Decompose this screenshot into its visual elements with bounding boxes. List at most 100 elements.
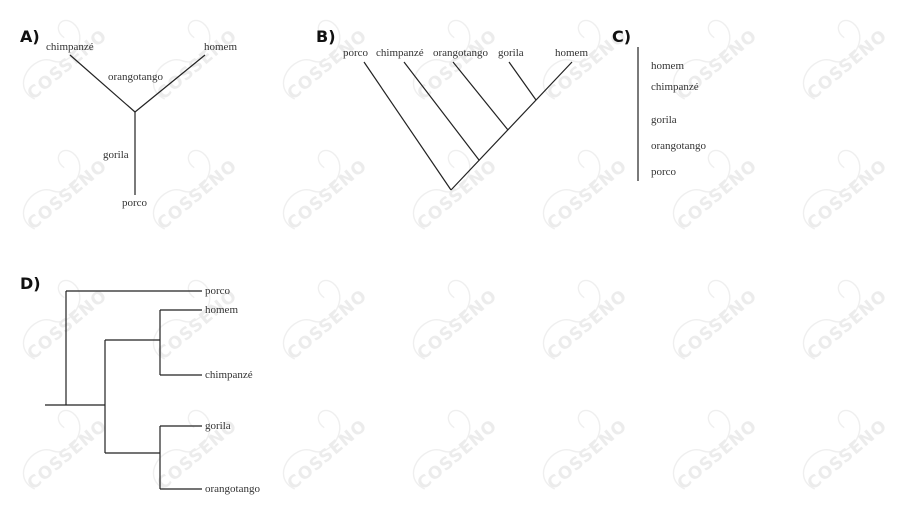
watermark-swirl: [672, 409, 731, 490]
watermark-text: COSSENO: [24, 156, 112, 234]
watermark-swirl: [542, 409, 601, 490]
watermark-logo: COSSENO: [152, 149, 242, 234]
watermark-text: COSSENO: [414, 286, 502, 364]
watermark-text: COSSENO: [154, 156, 242, 234]
panel-c-taxon-gorila: gorila: [651, 114, 677, 126]
watermark-logo: COSSENO: [802, 279, 892, 364]
watermark-swirl: [412, 279, 471, 360]
panel-d-taxon-orangotango: orangotango: [205, 483, 260, 495]
panel-b-branch-porco: [363, 61, 452, 191]
panel-a-taxon-chimpanze: chimpanzé: [46, 41, 94, 53]
panel-a: A) chimpanzé homem orangotango gorila po…: [20, 27, 237, 209]
panel-d-taxon-homem: homem: [205, 304, 238, 316]
panel-b-branch-orangotango: [452, 61, 509, 131]
watermark-text: COSSENO: [674, 286, 762, 364]
panel-d-label: D): [20, 274, 41, 293]
watermark-text: COSSENO: [804, 156, 892, 234]
watermark-swirl: [412, 19, 471, 100]
watermark-swirl: [412, 149, 471, 230]
watermark-logo: COSSENO: [282, 279, 372, 364]
watermark-logo: COSSENO: [282, 409, 372, 494]
watermark-swirl: [672, 19, 731, 100]
panel-b-branch-homem: [450, 61, 573, 191]
watermark-text: COSSENO: [674, 156, 762, 234]
watermark-swirl: [672, 279, 731, 360]
watermark-swirl: [282, 409, 341, 490]
watermark-text: COSSENO: [674, 416, 762, 494]
watermark-text: COSSENO: [544, 286, 632, 364]
watermark-swirl: [22, 409, 81, 490]
watermark-text: COSSENO: [804, 416, 892, 494]
watermark-logo: COSSENO: [672, 409, 762, 494]
panel-a-taxon-homem: homem: [204, 41, 237, 53]
watermark-swirl: [22, 19, 81, 100]
watermark-logo: COSSENO: [22, 19, 111, 104]
watermark-text: COSSENO: [284, 286, 372, 364]
panel-d-taxon-gorila: gorila: [205, 420, 231, 432]
panel-c-taxon-homem: homem: [651, 60, 684, 72]
panel-b-branch-chimpanze: [403, 61, 480, 161]
panel-c-taxon-porco: porco: [651, 166, 677, 178]
watermark-swirl: [22, 149, 81, 230]
watermark-text: COSSENO: [544, 156, 632, 234]
watermark-logo: COSSENO: [672, 279, 762, 364]
panel-a-label: A): [20, 27, 40, 46]
panel-b-taxon-homem: homem: [555, 47, 588, 59]
panel-c-taxon-chimpanze: chimpanzé: [651, 81, 699, 93]
watermark-swirl: [672, 149, 731, 230]
panel-a-branch-homem: [134, 54, 206, 113]
panel-a-taxon-porco: porco: [122, 197, 148, 209]
watermark-swirl: [22, 279, 81, 360]
panel-c: C) homem chimpanzé gorila orangotango po…: [612, 27, 706, 181]
watermark-logo: COSSENO: [22, 409, 112, 494]
watermark-text: COSSENO: [24, 416, 112, 494]
panel-b-taxon-porco: porco: [343, 47, 369, 59]
watermark-logo: COSSENO: [802, 409, 892, 494]
panel-b-taxon-chimpanze: chimpanzé: [376, 47, 424, 59]
watermark-text: COSSENO: [414, 156, 502, 234]
watermark-swirl: [152, 149, 211, 230]
watermark-text: COSSENO: [804, 26, 892, 104]
watermark-text: COSSENO: [154, 26, 242, 104]
panel-b-branch-gorila: [508, 61, 537, 101]
watermark-swirl: [542, 19, 601, 100]
panel-d-taxon-chimpanze: chimpanzé: [205, 369, 253, 381]
panel-b-taxon-gorila: gorila: [498, 47, 524, 59]
watermark-logo: COSSENO: [152, 409, 241, 494]
watermark-swirl: [282, 19, 341, 100]
watermark-swirl: [802, 409, 861, 490]
panel-d: D) porco homem chimpanzé gorila orangota…: [20, 274, 260, 495]
panel-a-taxon-gorila: gorila: [103, 149, 129, 161]
watermark-logo: COSSENO: [802, 149, 892, 234]
watermark-logo: COSSENO: [22, 149, 112, 234]
watermark-swirl: [542, 279, 601, 360]
panel-b: B) porco chimpanzé orangotango gorila ho…: [316, 27, 588, 191]
watermark-logo: COSSENO: [412, 279, 502, 364]
watermark-swirl: [802, 279, 861, 360]
watermark-text: COSSENO: [544, 416, 632, 494]
watermark-swirl: [802, 19, 861, 100]
watermark-logo: COSSENO: [412, 409, 502, 494]
panel-a-taxon-orangotango: orangotango: [108, 71, 163, 83]
watermark-text: COSSENO: [154, 286, 242, 364]
watermark-logo: COSSENO: [412, 149, 502, 234]
watermark-logo: COSSENO: [152, 19, 242, 104]
watermark-swirl: [152, 409, 211, 490]
watermark-text: COSSENO: [284, 416, 372, 494]
watermark-logo: COSSENO: [802, 19, 892, 104]
watermark-swirl: [152, 19, 211, 100]
panel-b-label: B): [316, 27, 336, 46]
watermark-swirl: [282, 279, 341, 360]
watermark-swirl: [152, 279, 211, 360]
panel-b-taxon-orangotango: orangotango: [433, 47, 488, 59]
panel-a-branch-chimpanze: [69, 54, 136, 113]
watermark-swirl: [412, 409, 471, 490]
watermark-text: COSSENO: [804, 286, 892, 364]
watermark-swirl: [542, 149, 601, 230]
watermark-text: COSSENO: [24, 286, 112, 364]
watermark-text: COSSENO: [414, 416, 502, 494]
watermark-swirl: [802, 149, 861, 230]
watermark-swirl: [282, 149, 341, 230]
watermark-text: COSSENO: [284, 156, 372, 234]
